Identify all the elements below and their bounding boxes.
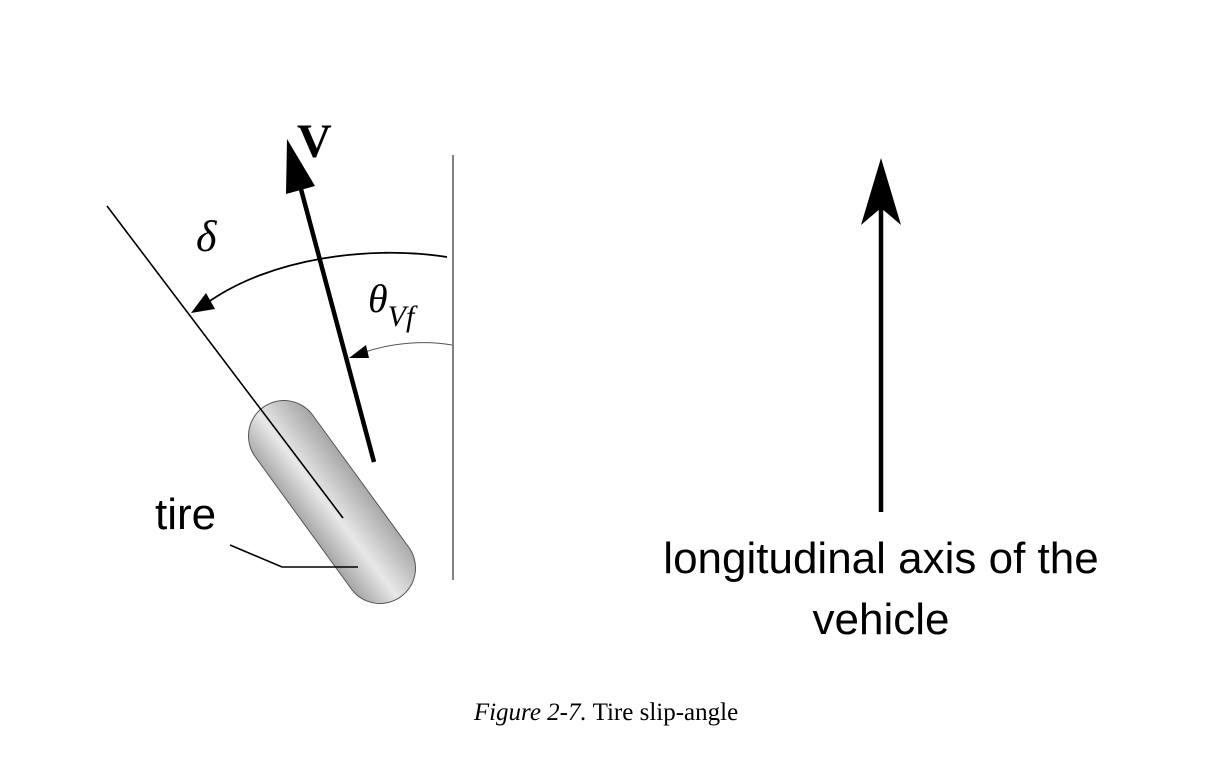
slip-angle-arc <box>349 342 453 358</box>
steer-angle-label: δ <box>196 212 218 261</box>
longitudinal-axis-label-line2: vehicle <box>813 595 950 644</box>
slip-angle-symbol: θ <box>368 276 388 321</box>
tire-shape <box>248 400 416 604</box>
velocity-arrow <box>286 139 377 463</box>
longitudinal-axis-label-line1: longitudinal axis of the <box>663 534 1098 583</box>
figure-caption: Figure 2-7. Tire slip-angle <box>473 699 738 726</box>
figure-reference: Figure 2-7. <box>473 699 587 726</box>
figure-title: Tire slip-angle <box>593 699 739 726</box>
velocity-label: V <box>297 115 332 168</box>
wheel-heading-line <box>106 205 344 519</box>
tire-label: tire <box>155 490 216 539</box>
tire-leader-line <box>229 544 358 568</box>
slip-angle-subscript: Vf <box>388 300 418 333</box>
slip-angle-label: θVf <box>368 276 418 333</box>
longitudinal-axis-arrow <box>861 158 901 512</box>
steer-angle-arc <box>191 251 448 313</box>
